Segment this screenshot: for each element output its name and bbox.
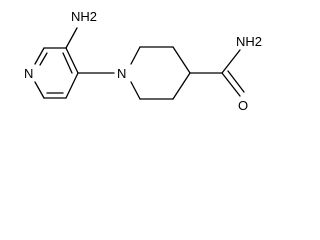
atom-label-amine-nh2: NH2 <box>71 9 97 24</box>
atom-label-piperidine-n: N <box>117 66 126 81</box>
bond-c4-cbotr <box>172 72 191 100</box>
bond-c2-n1-inner <box>39 52 48 66</box>
bond-c4-c3-inner <box>62 52 73 74</box>
bond-cbot-npip <box>130 81 141 100</box>
bond-c5-c4 <box>65 72 79 99</box>
molecule-drawing: NH2 N N NH2 O <box>24 9 262 113</box>
bond-ccarbonyl-o-inner <box>227 70 245 93</box>
atom-label-carbonyl-o: O <box>238 98 248 113</box>
bond-npip-ctop <box>130 46 141 65</box>
bond-lines <box>34 27 245 100</box>
bond-n1-c6 <box>34 81 45 99</box>
bond-ccarbonyl-o <box>221 72 241 97</box>
bond-ccarbonyl-nh2 <box>221 49 241 74</box>
atom-label-amide-nh2: NH2 <box>236 34 262 49</box>
atom-label-pyridine-n: N <box>24 66 33 81</box>
bond-ctopr-c4 <box>172 46 191 74</box>
structure-canvas: NH2 N N NH2 O <box>0 0 290 120</box>
bond-c4-c3 <box>65 47 79 74</box>
bond-c3-nh2 <box>65 27 78 49</box>
bond-c2-n1 <box>34 47 45 65</box>
